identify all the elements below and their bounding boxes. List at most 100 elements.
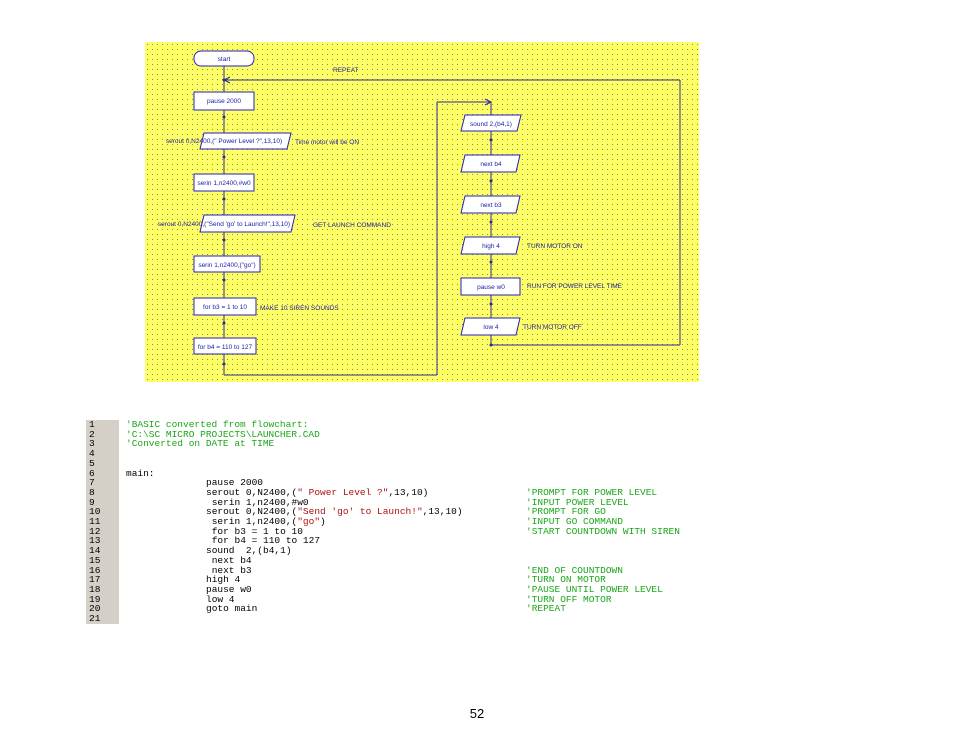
code-text: next b3	[206, 564, 252, 576]
for-b4-box	[193, 337, 257, 355]
code-line: 3 'Converted on DATE at TIME	[86, 439, 726, 449]
code-text: 'BASIC converted from flowchart:	[126, 419, 309, 430]
code-comment: 'START COUNTDOWN WITH SIREN	[526, 525, 680, 537]
line-number: 13	[89, 535, 101, 547]
code-text: sound 2,(b4,1)	[206, 545, 292, 557]
pause-w0-box	[460, 277, 521, 296]
node-serin2-label: serin 1,n2400,("go")	[198, 262, 255, 269]
code-line: 17 high 4 'TURN ON MOTOR	[86, 575, 726, 585]
high-io	[460, 236, 521, 255]
node-serin1-label: serin 1,n2400,#w0	[197, 180, 251, 187]
code-line: 6 main:	[86, 467, 726, 479]
line-number: 4	[89, 448, 95, 460]
line-number: 21	[89, 613, 101, 624]
code-text: pause w0	[206, 583, 252, 595]
node-next-b3-label: next b3	[480, 202, 502, 209]
code-comment: 'END OF COUNTDOWN	[526, 564, 623, 576]
node-serout2-label: serout 0,N2400,("Send 'go' to Launch!",1…	[158, 221, 290, 228]
code-text: for b3 = 1 to 10	[206, 525, 303, 537]
code-line: 20 goto main 'REPEAT	[86, 604, 726, 614]
code-text: 'C:\SC MICRO PROJECTS\LAUNCHER.CAD	[126, 428, 320, 440]
code-text: goto main	[206, 603, 258, 615]
code-comment: 'TURN ON MOTOR	[526, 574, 606, 586]
node-sound-label: sound 2,(b4,1)	[470, 121, 512, 128]
code-text: for b4 = 110 to 127	[206, 535, 321, 547]
code-line: 9 serin 1,n2400,#w0'INPUT POWER LEVEL	[86, 496, 726, 508]
flow-connectors	[223, 66, 681, 376]
string-literal: " Power Level ?"	[297, 486, 389, 498]
code-comment: 'INPUT POWER LEVEL	[526, 496, 629, 508]
basic-code-listing: 1'BASIC converted from flowchart:2 'C:\SC…	[86, 420, 726, 624]
line-number: 15	[89, 554, 101, 566]
repeat-arrowhead	[222, 76, 231, 84]
code-text: pause 2000	[206, 477, 264, 489]
line-number: 12	[89, 525, 101, 537]
line-number: 10	[89, 506, 101, 518]
line-number: 3	[89, 438, 95, 450]
node-for-b3-label: for b3 = 1 to 10	[203, 304, 247, 311]
node-next-b4-label: next b4	[480, 161, 502, 168]
code-line: 16 next b3'END OF COUNTDOWN	[86, 564, 726, 576]
code-text: next b4	[206, 554, 252, 566]
pause-box	[193, 91, 255, 111]
node-high-label: high 4	[482, 243, 500, 250]
line-number: 17	[89, 574, 101, 586]
line-number-gutter	[86, 420, 119, 624]
comment-turn-off: TURN MOTOR OFF	[523, 324, 582, 331]
code-line: 13 for b4 = 110 to 127	[86, 536, 726, 546]
code-line: 21	[86, 614, 726, 624]
code-comment: 'REPEAT	[526, 603, 566, 615]
code-line: 12 for b3 = 1 to 10 'START COUNTDOWN WITH…	[86, 525, 726, 537]
for-b3-box	[193, 297, 257, 316]
code-text: serout 0,N2400,(" Power Level ?",13,10)	[206, 486, 429, 498]
code-line: 2 'C:\SC MICRO PROJECTS\LAUNCHER.CAD	[86, 428, 726, 440]
code-line: 5	[86, 457, 726, 469]
line-number: 8	[89, 486, 95, 498]
comment-siren: MAKE 10 SIREN SOUNDS	[260, 305, 339, 312]
code-line: 19 low 4 'TURN OFF MOTOR	[86, 593, 726, 605]
code-comment: 'INPUT GO COMMAND	[526, 516, 623, 527]
loop-arrowhead	[484, 98, 493, 106]
code-text: 'Converted on DATE at TIME	[126, 438, 275, 450]
node-for-b4-label: for b4 = 110 to 127	[198, 344, 253, 351]
page-number: 52	[469, 706, 485, 721]
line-number: 6	[89, 467, 95, 479]
node-serout1-label: serout 0,N2400,(" Power Level ?",13,10)	[166, 138, 282, 145]
code-text: main:	[126, 467, 155, 479]
string-literal: "go"	[297, 516, 321, 527]
line-number: 11	[89, 516, 101, 527]
code-line: 1'BASIC converted from flowchart:	[86, 420, 726, 430]
node-pause-label: pause 2000	[207, 98, 241, 105]
line-number: 19	[89, 593, 101, 605]
node-pause-w0-label: pause w0	[477, 284, 505, 291]
line-number: 7	[89, 477, 95, 489]
code-text: high 4	[206, 574, 241, 586]
code-line: 7 pause 2000	[86, 478, 726, 488]
code-line: 11 serin 1,n2400,("go")'INPUT GO COMMAND	[86, 517, 726, 527]
line-number: 9	[89, 496, 95, 508]
line-number: 18	[89, 583, 101, 595]
line-number: 20	[89, 603, 101, 615]
comment-repeat: REPEAT	[333, 67, 359, 74]
next-b4-io	[460, 154, 521, 173]
code-text: low 4	[206, 593, 235, 605]
line-number: 2	[89, 428, 95, 440]
serin1-box	[193, 173, 255, 192]
line-number: 14	[89, 545, 101, 557]
node-start-label: start	[218, 56, 231, 63]
next-b3-io	[460, 195, 521, 214]
code-line: 8 serout 0,N2400,(" Power Level ?",13,10)…	[86, 486, 726, 498]
code-comment: 'TURN OFF MOTOR	[526, 593, 612, 605]
flow-nodes	[193, 50, 522, 355]
comment-turn-on: TURN MOTOR ON	[527, 243, 583, 250]
code-text: serout 0,N2400,("Send 'go' to Launch!",1…	[206, 506, 463, 518]
line-number: 5	[89, 457, 95, 469]
code-line: 15 next b4	[86, 554, 726, 566]
serout1-io	[199, 132, 292, 150]
comment-get-launch: GET LAUNCH COMMAND	[313, 222, 391, 229]
node-low-label: low 4	[483, 324, 499, 331]
code-line: 14 sound 2,(b4,1)	[86, 546, 726, 556]
code-line: 4	[86, 449, 726, 459]
connector-dots	[222, 78, 493, 366]
